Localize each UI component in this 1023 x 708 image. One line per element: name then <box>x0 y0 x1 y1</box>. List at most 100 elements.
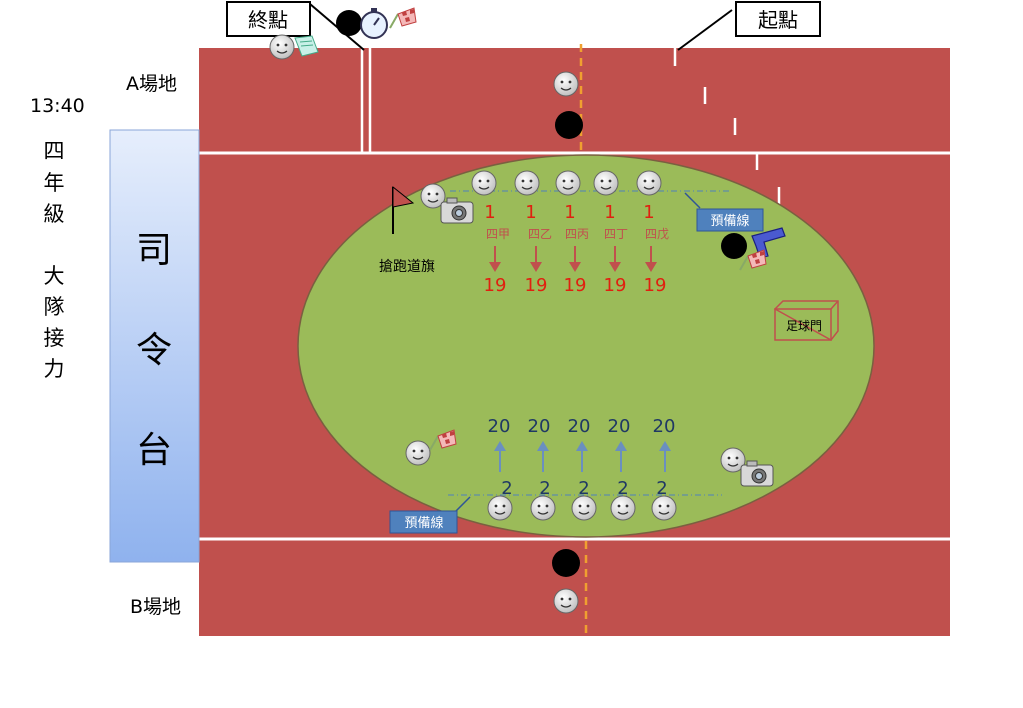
lane-bottom-number: 2 <box>617 478 628 499</box>
timer-official-icon <box>269 34 295 60</box>
title-char: 接 <box>44 326 65 350</box>
lane-class-label: 四丙 <box>565 227 589 241</box>
field-a-label: A場地 <box>126 73 177 95</box>
lane-end-number: 19 <box>484 275 507 296</box>
runner-waiting-icon <box>553 71 579 97</box>
finish-flag-icon <box>389 7 417 29</box>
finish-callout <box>226 1 311 37</box>
runner-icon <box>651 495 677 521</box>
lane-start-number: 1 <box>484 202 495 223</box>
lane-grab-flag-icon <box>392 185 415 234</box>
runner-icon <box>555 170 581 196</box>
lane-column: 1 四乙 19 <box>525 202 552 296</box>
event-title-vertical: 四 年 級 大 隊 接 力 <box>44 139 65 381</box>
title-char: 力 <box>44 357 65 381</box>
soccer-goal-icon <box>773 300 839 341</box>
flag-label: 搶跑道旗 <box>379 258 435 275</box>
command-stage <box>109 129 200 563</box>
lane-class-label: 四甲 <box>486 227 510 241</box>
runner-icon <box>487 495 513 521</box>
lane-top-number: 20 <box>488 416 511 437</box>
runner-icon <box>514 170 540 196</box>
lane-bottom-number: 2 <box>501 478 512 499</box>
runner-icon <box>610 495 636 521</box>
runner-icon <box>571 495 597 521</box>
lane-start-number: 1 <box>604 202 615 223</box>
start-callout <box>735 1 821 37</box>
up-arrow-icon <box>537 441 549 451</box>
time-label: 13:40 <box>30 95 85 117</box>
lane-end-number: 19 <box>644 275 667 296</box>
flag-official-icon <box>405 440 431 466</box>
runner-dot-icon <box>552 549 580 577</box>
down-arrow-icon <box>645 262 657 272</box>
stage-label-char: 台 <box>136 430 172 471</box>
title-char: 大 <box>44 264 65 288</box>
lane-column: 1 四丙 19 <box>564 202 589 296</box>
camera-icon <box>740 460 774 487</box>
starting-pistol-icon <box>751 227 786 259</box>
top-prep-line-label: 預備線 <box>710 213 749 229</box>
lane-start-number: 1 <box>643 202 654 223</box>
lane-top-number: 20 <box>568 416 591 437</box>
lane-column-bottom: 20 2 <box>608 416 631 499</box>
runner-icon <box>530 495 556 521</box>
bottom-prep-line-label: 預備線 <box>404 515 443 531</box>
lane-column: 1 四戊 19 <box>643 202 669 296</box>
start-pointer <box>677 9 733 51</box>
lane-column-bottom: 20 2 <box>653 416 676 499</box>
runner-dot-icon <box>721 233 747 259</box>
camera-icon <box>440 197 474 224</box>
runner-waiting-icon <box>553 588 579 614</box>
stopwatch-icon <box>360 8 388 39</box>
lane-class-label: 四乙 <box>528 227 552 241</box>
runner-dot-icon <box>336 10 362 36</box>
finish-label: 終點 <box>248 8 288 32</box>
up-arrow-icon <box>576 441 588 451</box>
title-char: 級 <box>44 202 65 226</box>
lane-column: 1 四丁 19 <box>604 202 628 296</box>
runner-icon <box>471 170 497 196</box>
up-arrow-icon <box>659 441 671 451</box>
title-char: 隊 <box>44 295 65 319</box>
lane-column-bottom: 20 2 <box>488 416 513 499</box>
lane-class-label: 四戊 <box>645 227 669 241</box>
lane-column-bottom: 20 2 <box>568 416 591 499</box>
lane-column: 1 四甲 19 <box>484 202 510 296</box>
lane-column-bottom: 20 2 <box>528 416 551 499</box>
top-prep-line-box <box>696 208 764 232</box>
notepad-icon <box>294 35 319 57</box>
stage-label-char: 令 <box>136 330 172 371</box>
lane-bottom-number: 2 <box>656 478 667 499</box>
runner-icon <box>636 170 662 196</box>
lane-end-number: 19 <box>564 275 587 296</box>
runner-dot-icon <box>555 111 583 139</box>
lane-end-number: 19 <box>604 275 627 296</box>
start-label: 起點 <box>758 8 798 32</box>
lane-start-number: 1 <box>564 202 575 223</box>
title-char: 年 <box>44 171 65 195</box>
down-arrow-icon <box>530 262 542 272</box>
down-arrow-icon <box>569 262 581 272</box>
lane-start-number: 1 <box>525 202 536 223</box>
down-arrow-icon <box>489 262 501 272</box>
runner-icon <box>593 170 619 196</box>
field-b-label: B場地 <box>130 596 181 618</box>
lane-class-label: 四丁 <box>604 227 628 241</box>
lane-end-number: 19 <box>525 275 548 296</box>
down-arrow-icon <box>609 262 621 272</box>
lane-bottom-number: 2 <box>539 478 550 499</box>
stage-label-char: 司 <box>136 230 172 271</box>
title-char: 四 <box>44 139 65 163</box>
up-arrow-icon <box>615 441 627 451</box>
lane-bottom-number: 2 <box>578 478 589 499</box>
prep-box-pointer <box>454 496 471 513</box>
lane-top-number: 20 <box>528 416 551 437</box>
lane-top-number: 20 <box>653 416 676 437</box>
bottom-prep-line-box <box>389 510 458 534</box>
prep-box-pointer <box>684 192 701 209</box>
lane-top-number: 20 <box>608 416 631 437</box>
up-arrow-icon <box>494 441 506 451</box>
goal-label: 足球門 <box>786 319 822 333</box>
